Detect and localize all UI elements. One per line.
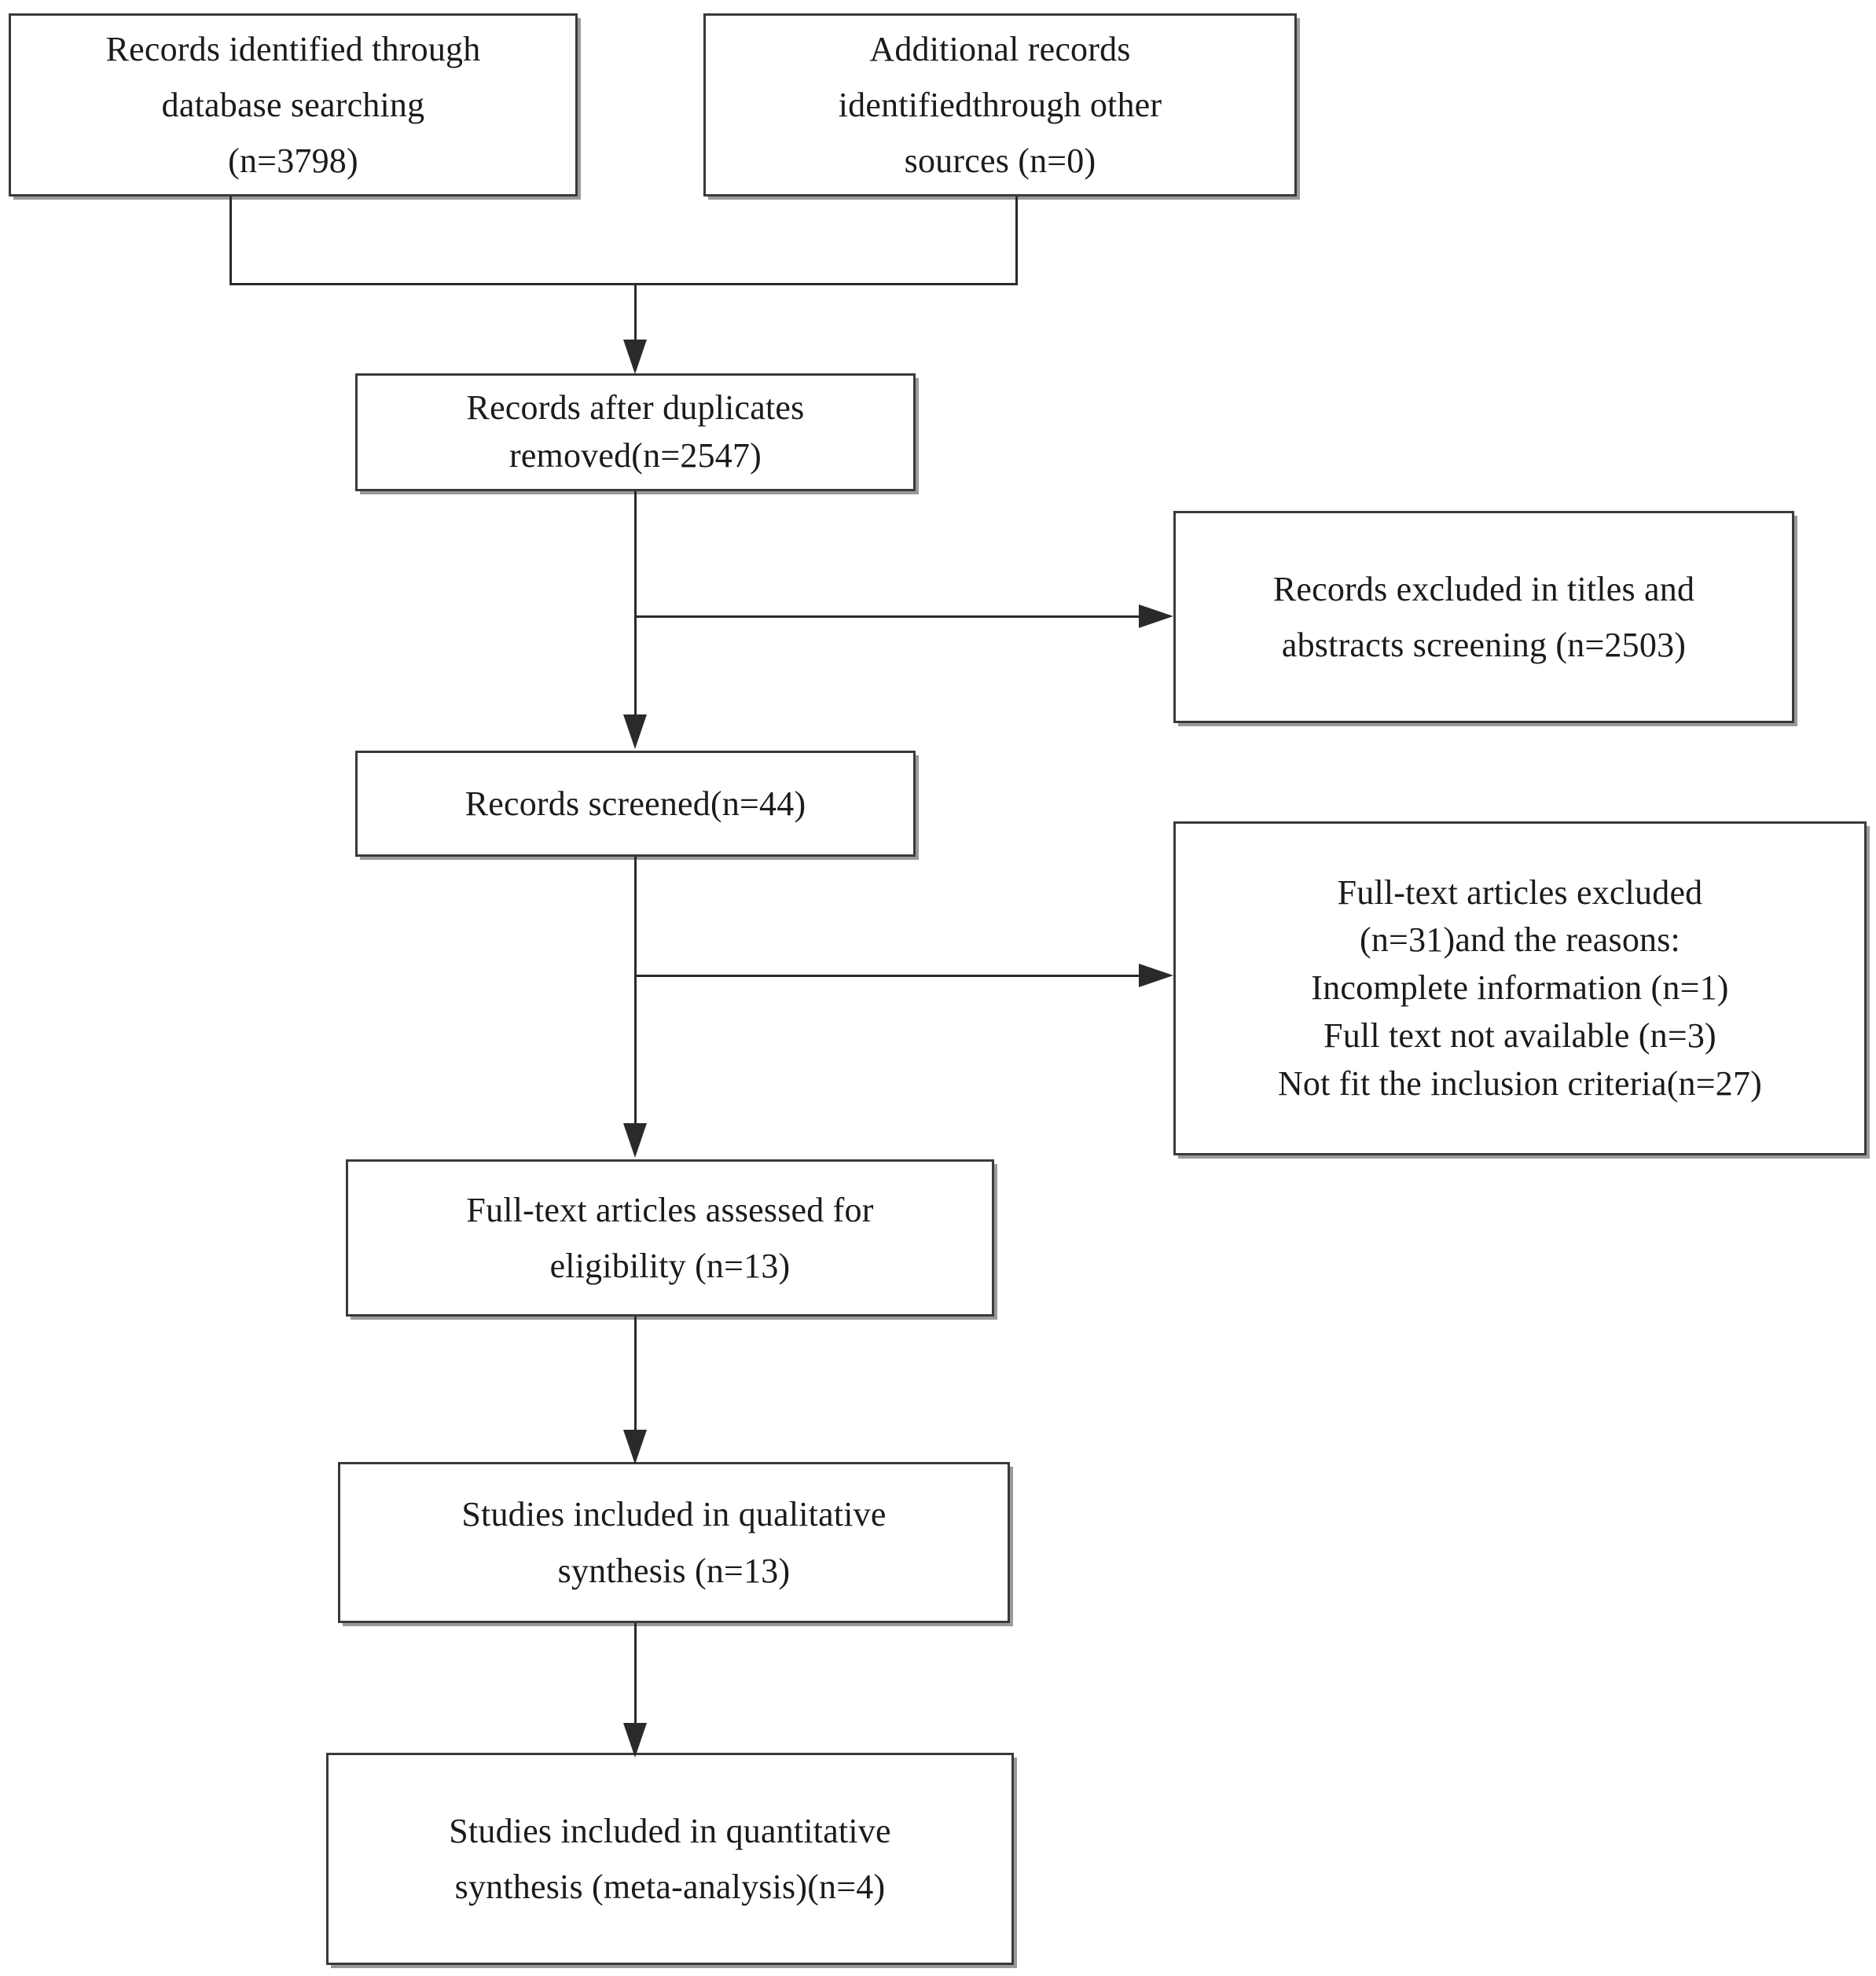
connector-merge-to-duplicates [634, 283, 637, 344]
connector-duplicates-to-screened [634, 491, 637, 719]
arrowhead-to-fulltext-assessed [623, 1123, 647, 1158]
node-label: Records screened(n=44) [464, 784, 806, 823]
node-label: Additional records identifiedthrough oth… [838, 29, 1162, 181]
node-label: Studies included in qualitative synthesi… [461, 1495, 887, 1590]
arrowhead-to-quantitative [623, 1723, 647, 1757]
node-full-text-articles-excluded: Full-text articles excluded (n=31)and th… [1173, 821, 1867, 1155]
node-label: Records after duplicates removed(n=2547) [466, 388, 805, 475]
node-full-text-assessed-eligibility: Full-text articles assessed for eligibil… [346, 1159, 994, 1317]
arrowhead-to-duplicates [623, 340, 647, 374]
connector-qualitative-to-quantitative [634, 1623, 637, 1728]
node-records-screened: Records screened(n=44) [355, 751, 916, 857]
connector-screened-to-fulltext [634, 857, 637, 1128]
node-records-excluded-titles-abstracts: Records excluded in titles and abstracts… [1173, 511, 1794, 723]
connector-stub-left-identification [229, 196, 232, 283]
arrowhead-to-records-excluded [1139, 604, 1173, 628]
node-label: Full-text articles assessed for eligibil… [466, 1190, 874, 1285]
node-records-identified-database: Records identified through database sear… [9, 13, 578, 196]
node-label: Full-text articles excluded (n=31)and th… [1277, 872, 1763, 1103]
node-records-after-duplicates-removed: Records after duplicates removed(n=2547) [355, 373, 916, 491]
node-label: Studies included in quantitative synthes… [449, 1811, 891, 1906]
connector-stub-right-identification [1015, 196, 1018, 283]
arrowhead-to-qualitative [623, 1430, 647, 1464]
node-label: Records identified through database sear… [105, 29, 481, 181]
arrowhead-to-records-screened [623, 714, 647, 749]
node-studies-qualitative-synthesis: Studies included in qualitative synthesi… [338, 1462, 1010, 1623]
arrowhead-to-fulltext-excluded [1139, 964, 1173, 987]
connector-to-fulltext-excluded [634, 975, 1141, 977]
connector-to-records-excluded [634, 615, 1141, 618]
node-studies-quantitative-synthesis: Studies included in quantitative synthes… [326, 1753, 1014, 1965]
connector-merge-bar-identification [229, 283, 1018, 285]
connector-fulltext-to-qualitative [634, 1317, 637, 1434]
node-label: Records excluded in titles and abstracts… [1272, 569, 1695, 664]
node-additional-records-other-sources: Additional records identifiedthrough oth… [703, 13, 1297, 196]
